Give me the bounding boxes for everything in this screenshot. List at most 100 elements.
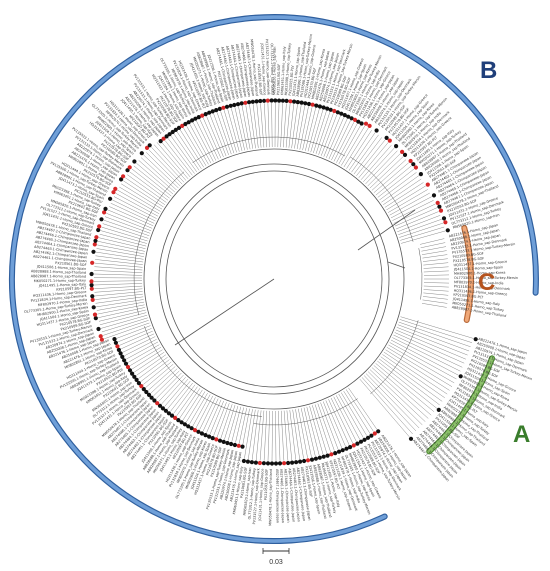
- tree-branch: [291, 104, 298, 149]
- tree-branch: [117, 189, 160, 214]
- tree-branch: [381, 175, 420, 203]
- leaf-marker-black: [158, 139, 163, 144]
- leaf-marker-red: [94, 235, 99, 240]
- internal-node-arc: [418, 248, 423, 300]
- leaf-marker-red: [125, 364, 131, 370]
- leaf-marker-red: [236, 443, 241, 448]
- tree-branch: [161, 377, 186, 405]
- tree-branch: [423, 285, 449, 288]
- tree-branch: [338, 125, 361, 165]
- leaf-marker-red: [265, 98, 270, 103]
- tree-branch: [386, 347, 453, 387]
- tree-branch: [263, 410, 267, 461]
- leaf-marker-black: [183, 121, 188, 127]
- leaf-marker-black: [199, 431, 204, 436]
- tree-branch: [130, 347, 162, 366]
- tree-branch: [375, 165, 412, 196]
- leaf-marker-black: [299, 100, 304, 105]
- tree-branch: [398, 321, 471, 347]
- tree-branch: [143, 361, 172, 385]
- leaf-marker-black: [253, 460, 258, 465]
- leaf-label: PX210589.BG-SOF: [60, 320, 91, 331]
- tree-branch: [119, 186, 161, 212]
- leaf-marker-black: [418, 172, 423, 177]
- tree-branch: [394, 207, 438, 227]
- leaf-marker-black: [249, 460, 254, 465]
- tree-branch: [390, 196, 432, 219]
- leaf-marker-red: [363, 121, 369, 126]
- leaf-marker-black: [169, 413, 175, 418]
- leaf-marker-black: [112, 337, 117, 342]
- leaf-marker-red: [438, 208, 444, 213]
- leaf-marker-red: [408, 158, 413, 164]
- tree-branch: [209, 114, 227, 157]
- leaf-marker-black: [384, 135, 389, 140]
- leaf-marker-black: [123, 361, 129, 366]
- leaf-marker-black: [179, 420, 184, 425]
- leaf-marker-red: [92, 312, 98, 317]
- tree-branch: [199, 397, 216, 430]
- tree-branch: [165, 140, 193, 176]
- tree-branch: [419, 238, 445, 245]
- tree-branch: [151, 147, 185, 183]
- leaf-label: OL773312.1-Homo_sap-Turkey: [270, 43, 275, 95]
- leaf-marker-black: [217, 438, 223, 443]
- leaf-marker-red: [113, 186, 118, 191]
- tree-branch: [383, 351, 448, 395]
- tree-branch: [94, 288, 143, 293]
- tree-branch: [206, 399, 222, 433]
- tree-branch: [307, 108, 320, 152]
- leaf-label: OL773305.1-Homo_sap-Turkey-Mersin: [454, 276, 518, 280]
- tree-branch: [378, 358, 440, 406]
- leaf-marker-black: [261, 461, 266, 466]
- inner-ring-outer: [143, 148, 405, 410]
- tree-branch: [369, 369, 426, 422]
- leaf-marker-red: [121, 174, 126, 179]
- leaf-label: AB274467.1-Chimpanzee-Japan: [275, 469, 280, 523]
- leaf-marker-red: [89, 286, 94, 291]
- leaf-label: PX210561.BG-SOF: [304, 466, 313, 498]
- tree-branch: [363, 147, 395, 182]
- leaf-label: PX210593.BG-SOF: [61, 222, 92, 234]
- tree-branch: [94, 270, 143, 273]
- leaf-marker-red: [221, 105, 226, 110]
- leaf-marker-black: [193, 116, 198, 121]
- tree-branch: [196, 120, 217, 161]
- tree-branch: [351, 134, 379, 173]
- tree-branch: [248, 409, 256, 460]
- leaf-label: HQ311437.1-Homo_sap-Greece: [453, 260, 507, 268]
- tree-branch: [336, 123, 358, 163]
- tree-branch: [150, 368, 178, 394]
- tree-branch: [365, 373, 420, 429]
- tree-branch: [341, 125, 365, 166]
- leaf-marker-black: [93, 316, 98, 321]
- tree-branch: [164, 378, 189, 407]
- leaf-marker-black: [122, 358, 127, 363]
- tree-branch: [326, 117, 344, 158]
- leaf-marker-black: [365, 435, 371, 440]
- leaf-label: PV131527.1-Homo_sap-Denmark: [252, 468, 260, 524]
- tree-branch: [360, 145, 392, 180]
- leaf-label: MH802900.1-Homo_sap-Korea: [454, 271, 505, 276]
- leaf-label: AB274466.1-Chimpanzee-Japan: [240, 43, 251, 97]
- tree-branch: [295, 409, 304, 459]
- tree-branch: [356, 139, 386, 176]
- leaf-label: AB828991.1-Homo_sap-Thailand: [296, 41, 307, 96]
- leaf-label: HQ311436.1-Homo_sap-Greece: [454, 289, 508, 297]
- tree-branch: [420, 242, 446, 248]
- tree-branch: [361, 377, 413, 435]
- tree-branch: [121, 333, 154, 349]
- tree-branch: [373, 162, 409, 193]
- leaf-marker-black: [247, 100, 252, 105]
- leaf-marker-black: [402, 152, 408, 157]
- leaf-marker-black: [173, 127, 178, 132]
- leaf-label: AB274461.1-Chimpanzee-Japan: [300, 467, 312, 521]
- leaf-marker-red: [89, 279, 94, 284]
- leaf-marker-black: [374, 128, 379, 133]
- leaf-marker-red: [90, 260, 95, 265]
- leaf-marker-black: [262, 98, 267, 103]
- tree-branch: [296, 105, 305, 150]
- tree-branch: [94, 266, 143, 271]
- tree-branch: [101, 317, 148, 333]
